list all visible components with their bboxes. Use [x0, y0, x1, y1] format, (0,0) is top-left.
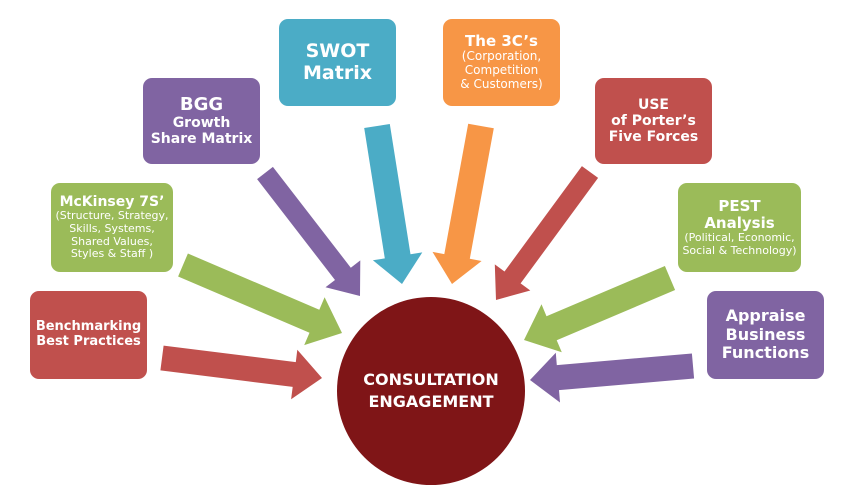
node-appraise-business-functions: Appraise Business Functions	[707, 291, 824, 379]
arrow-pest	[524, 266, 676, 353]
node-bgg-growth-share-matrix: BGG Growth Share Matrix	[143, 78, 260, 164]
node-subtitle: Shared Values,	[71, 234, 153, 248]
node-title: The 3C’s	[465, 32, 538, 51]
node-title: Five Forces	[608, 129, 699, 146]
node-title: Appraise	[725, 306, 806, 326]
arrow-appraise	[530, 352, 695, 403]
node-subtitle: & Customers)	[460, 77, 543, 92]
node-title: Analysis	[704, 213, 775, 232]
node-title: of Porter’s	[611, 112, 696, 129]
node-title: Growth	[172, 115, 231, 132]
node-title: McKinsey 7S’	[59, 194, 165, 211]
node-subtitle: (Political, Economic,	[684, 231, 795, 245]
node-title: SWOT	[305, 39, 370, 62]
node-title: BGG	[179, 93, 224, 115]
node-subtitle: Skills, Systems,	[69, 221, 155, 235]
node-mckinsey-7s: McKinsey 7S’ (Structure, Strategy, Skill…	[51, 183, 173, 272]
arrow-three-cs	[432, 123, 494, 284]
node-pest-analysis: PEST Analysis (Political, Economic, Soci…	[678, 183, 801, 272]
arrow-benchmarking	[160, 345, 322, 400]
node-swot-matrix: SWOT Matrix	[279, 19, 396, 106]
node-subtitle: Competition	[464, 63, 539, 78]
node-title: Functions	[721, 343, 810, 363]
hub-label: ENGAGEMENT	[368, 392, 494, 411]
node-title: USE	[637, 96, 669, 113]
node-subtitle: Social & Technology)	[682, 243, 797, 257]
node-subtitle: (Corporation,	[461, 49, 542, 64]
node-subtitle: (Structure, Strategy,	[55, 209, 169, 223]
arrow-porter	[494, 166, 599, 300]
arrow-bgg	[257, 166, 361, 296]
node-benchmarking: Benchmarking Best Practices	[30, 291, 147, 379]
node-title: Business	[725, 324, 806, 344]
arrow-swot	[364, 124, 423, 284]
node-title: Matrix	[303, 61, 372, 84]
arrow-mckinsey	[178, 253, 342, 346]
node-subtitle: Styles & Staff )	[70, 247, 154, 261]
node-three-cs: The 3C’s (Corporation, Competition & Cus…	[443, 19, 560, 106]
node-title: PEST	[718, 196, 761, 215]
hub-label: CONSULTATION	[363, 370, 499, 390]
hub-consultation-engagement: CONSULTATION ENGAGEMENT	[337, 297, 525, 485]
node-porters-five-forces: USE of Porter’s Five Forces	[595, 78, 712, 164]
node-title: Benchmarking	[35, 319, 142, 335]
node-title: Share Matrix	[150, 131, 253, 148]
node-title: Best Practices	[36, 334, 141, 349]
